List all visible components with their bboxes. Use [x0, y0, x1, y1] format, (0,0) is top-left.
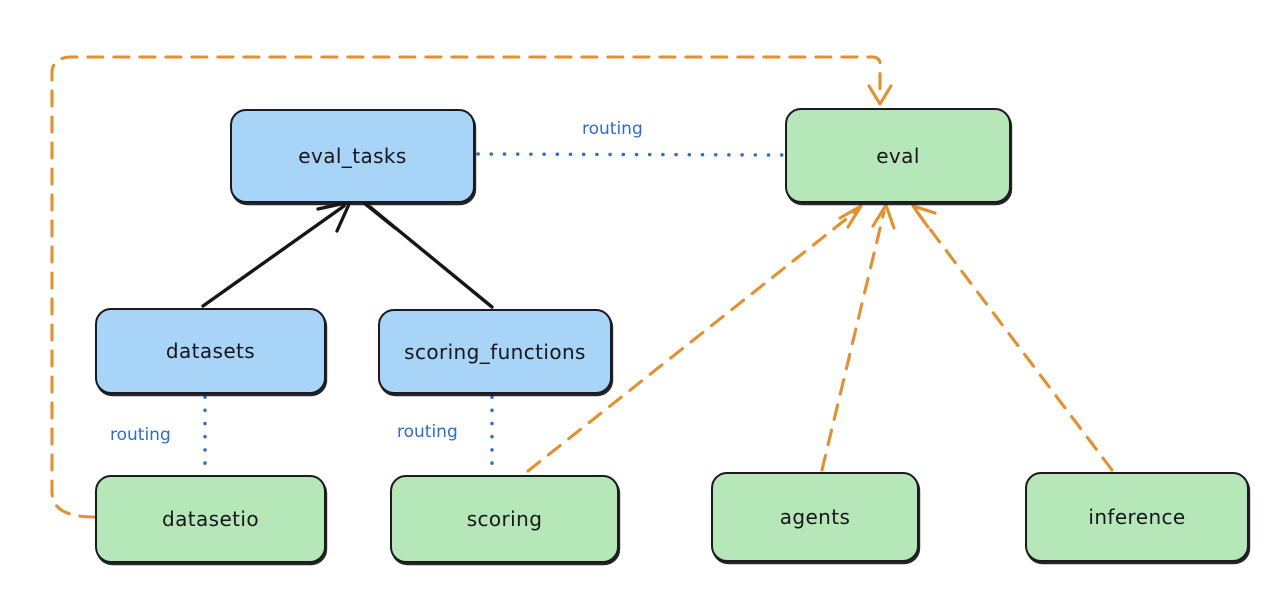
node-label-eval: eval — [876, 143, 920, 168]
node-datasets[interactable]: datasets — [95, 308, 326, 394]
node-label-agents: agents — [779, 505, 851, 529]
edge-agents-to-eval — [820, 203, 896, 472]
node-datasetio[interactable]: datasetio — [95, 475, 326, 563]
edge-label-routing-scoring-functions-scoring: routing — [397, 422, 458, 442]
node-eval-tasks[interactable]: eval_tasks — [230, 109, 475, 203]
node-label-scoring: scoring — [466, 507, 543, 531]
node-label-scoring-functions: scoring_functions — [404, 339, 586, 364]
node-label-eval-tasks: eval_tasks — [298, 144, 407, 168]
node-label-datasets: datasets — [165, 339, 256, 363]
node-scoring-functions[interactable]: scoring_functions — [378, 309, 612, 394]
edge-inference-to-eval — [911, 204, 1114, 472]
edge-datasets-to-eval_tasks — [201, 200, 352, 308]
edge-label-routing-datasets-datasetio: routing — [110, 425, 171, 445]
node-label-datasetio: datasetio — [161, 507, 259, 531]
node-scoring[interactable]: scoring — [390, 475, 619, 563]
node-inference[interactable]: inference — [1025, 472, 1249, 562]
node-agents[interactable]: agents — [711, 472, 919, 562]
node-eval[interactable]: eval — [785, 108, 1011, 203]
edge-eval_tasks-to-eval — [476, 152, 785, 157]
edge-label-routing-eval-tasks-eval: routing — [582, 119, 643, 139]
edge-scoring_functions-to-eval_tasks — [362, 197, 494, 309]
node-label-inference: inference — [1088, 505, 1186, 529]
